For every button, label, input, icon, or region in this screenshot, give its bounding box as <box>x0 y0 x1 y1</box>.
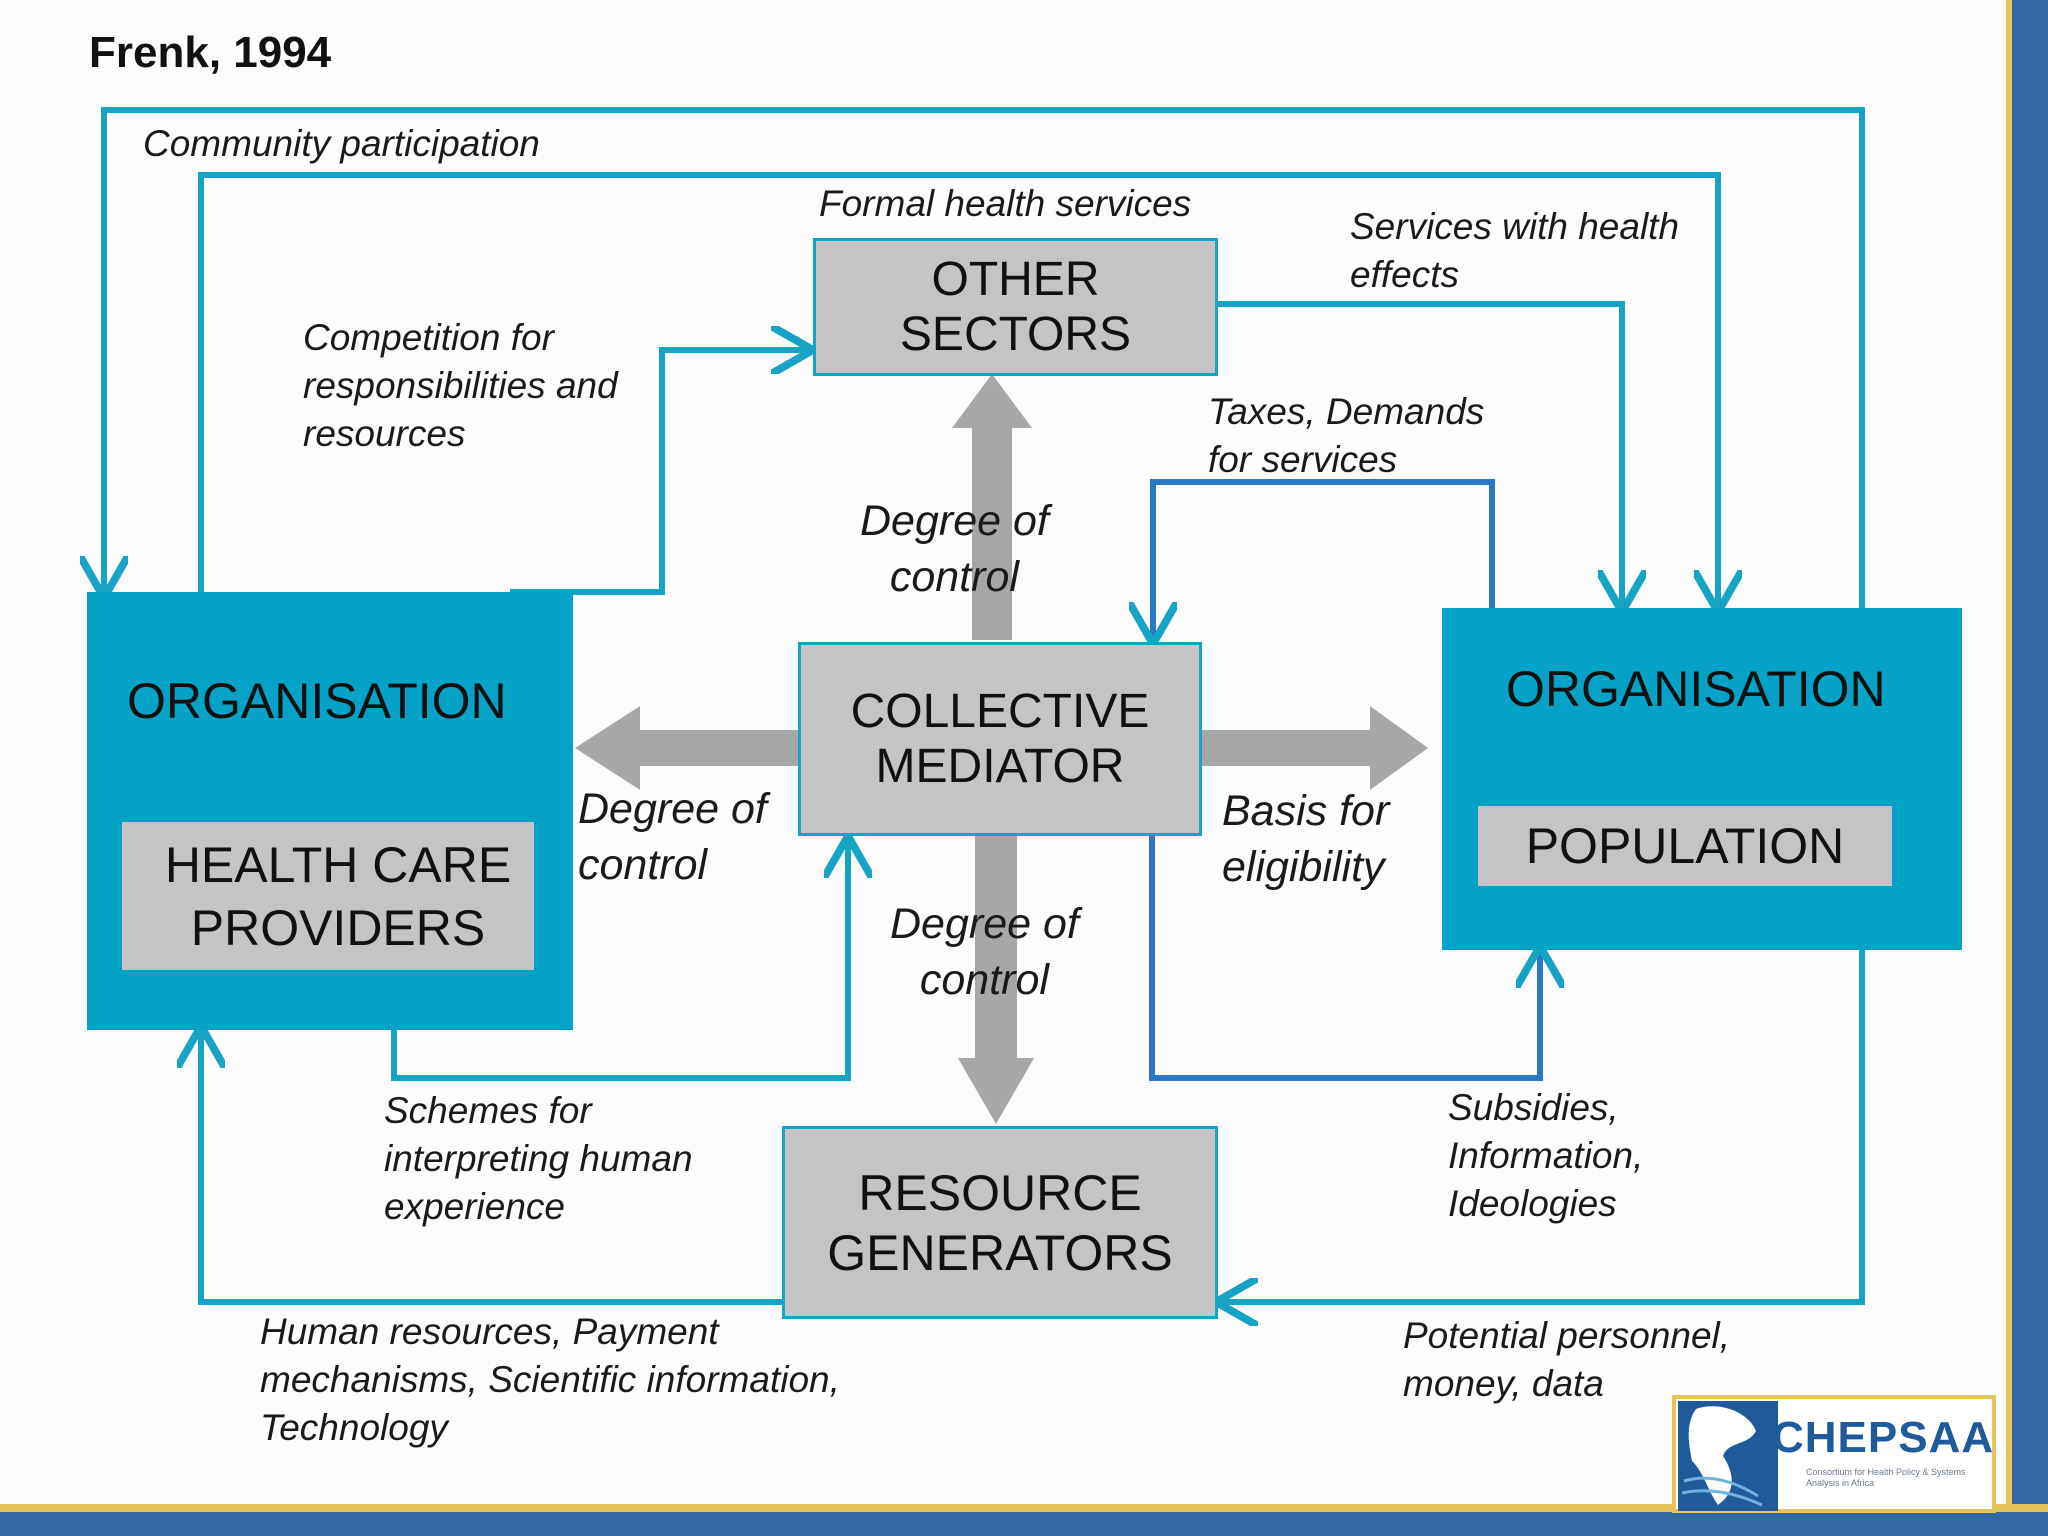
right-gold-stripe <box>2006 0 2012 1512</box>
right-blue-bar <box>2012 0 2048 1512</box>
human-resources-line <box>201 1032 782 1305</box>
control-arrow-right <box>1200 706 1428 790</box>
schemes-label: Schemes for interpreting human experienc… <box>384 1090 693 1228</box>
potential-personnel-label: Potential personnel, money, data <box>1403 1315 1731 1405</box>
degree-of-control-top-label: Degree of control <box>860 497 1049 601</box>
organisation-providers-box: ORGANISATION HEALTH CARE PROVIDERS <box>87 592 573 1030</box>
logo-subtitle: Consortium for Health Policy & Systems A… <box>1806 1467 1966 1488</box>
basis-for-eligibility-label: Basis for eligibility <box>1222 787 1390 891</box>
potential-personnel-line <box>1222 950 1865 1302</box>
organisation-right-label: ORGANISATION <box>1506 661 1886 717</box>
taxes-demands-label: Taxes, Demands for services <box>1208 391 1485 481</box>
services-effects-line <box>1218 301 1622 606</box>
bottom-blue-bar <box>0 1512 2048 1536</box>
formal-health-services-label: Formal health services <box>819 183 1192 224</box>
health-care-providers-box: HEALTH CARE PROVIDERS <box>122 822 534 970</box>
collective-mediator-box: COLLECTIVE MEDIATOR <box>798 642 1202 836</box>
schemes-line <box>391 842 848 1081</box>
degree-of-control-left-label: Degree of control <box>578 785 767 889</box>
chepsaa-logo: CHEPSAA Consortium for Health Policy & S… <box>1672 1395 1996 1513</box>
subsidies-label: Subsidies, Information, Ideologies <box>1448 1087 1644 1225</box>
population-box: POPULATION <box>1478 806 1892 886</box>
bottom-gold-stripe <box>0 1504 2048 1512</box>
community-participation-label: Community participation <box>143 123 540 164</box>
community-participation-line <box>104 107 1865 612</box>
logo-wordmark: CHEPSAA <box>1772 1413 1995 1462</box>
other-sectors-box: OTHER SECTORS <box>813 238 1218 376</box>
taxes-demands-line <box>1153 479 1495 638</box>
human-resources-label: Human resources, Payment mechanisms, Sci… <box>260 1311 840 1449</box>
competition-label: Competition for responsibilities and res… <box>303 317 618 455</box>
resource-generators-box: RESOURCE GENERATORS <box>782 1126 1218 1319</box>
subsidies-line <box>1149 836 1540 1081</box>
control-arrow-left <box>575 706 800 790</box>
organisation-population-box: ORGANISATION POPULATION <box>1442 608 1962 950</box>
competition-line <box>510 350 807 595</box>
inner-loop-line <box>198 172 1718 606</box>
control-arrow-down <box>958 836 1034 1124</box>
organisation-left-label: ORGANISATION <box>127 673 507 729</box>
citation-title: Frenk, 1994 <box>89 28 332 77</box>
degree-of-control-bottom-label: Degree of control <box>890 900 1079 1004</box>
control-arrow-up <box>952 374 1032 640</box>
services-with-health-effects-label: Services with health effects <box>1350 206 1680 296</box>
globe-icon <box>1678 1401 1778 1511</box>
